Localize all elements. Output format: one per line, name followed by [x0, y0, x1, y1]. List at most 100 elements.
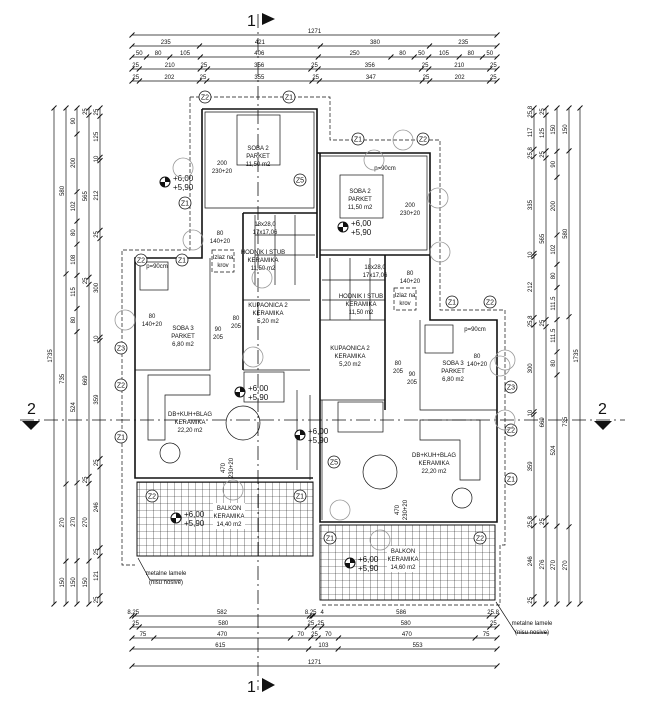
dimension-label: 270	[563, 560, 569, 571]
dimension-tick	[554, 284, 560, 291]
svg-text:205: 205	[213, 335, 224, 341]
svg-text:140+20: 140+20	[467, 362, 488, 368]
dimension-label: 108	[71, 254, 77, 265]
dimension-tick	[97, 553, 103, 559]
svg-text:230+20: 230+20	[229, 457, 235, 478]
level-marker: +6,00+5,90	[344, 555, 379, 573]
dimension-label: 270	[71, 516, 77, 527]
svg-text:Z3: Z3	[507, 385, 515, 392]
svg-text:14,60 m2: 14,60 m2	[390, 565, 416, 571]
dimension-label: 25	[83, 108, 89, 115]
svg-text:22,20 m2: 22,20 m2	[421, 469, 447, 475]
dimension-label: 25	[94, 596, 100, 603]
dimension-label: 735	[563, 416, 569, 427]
svg-text:22,20 m2: 22,20 m2	[177, 428, 203, 434]
dimension-tick	[74, 328, 80, 335]
dimension-label: 580	[60, 185, 66, 196]
level-marker: +6,00+5,90	[170, 510, 205, 528]
dimension-tick	[204, 66, 211, 72]
svg-text:Z1: Z1	[326, 536, 334, 543]
dimension-label: 80	[155, 51, 162, 57]
dimension-tick	[129, 646, 135, 652]
dimension-label: 25	[308, 621, 315, 627]
dimension-tick	[494, 624, 500, 630]
dimension-tick	[472, 635, 479, 641]
dimension-label: 25	[83, 476, 89, 483]
dimension-label: 25.8	[528, 146, 534, 158]
grid-circle	[429, 241, 451, 263]
svg-text:Z1: Z1	[117, 435, 125, 442]
dimension-label: 103	[318, 643, 329, 649]
dimension-tick	[554, 174, 560, 181]
dimension-label: 25	[490, 75, 497, 81]
dimension-tick	[494, 613, 500, 619]
dimension-label: 75	[140, 632, 147, 638]
dimension-chain-right: 1735	[574, 105, 583, 607]
svg-text:140+20: 140+20	[400, 279, 421, 285]
bed-small-left	[139, 261, 169, 291]
svg-text:KERAMIKA: KERAMIKA	[345, 302, 376, 308]
dimension-label: 200	[71, 157, 77, 168]
dimension-label: 470	[217, 632, 228, 638]
dimension-label: 1271	[308, 29, 322, 35]
dimension-label: 406	[254, 51, 265, 57]
dimension-tick	[129, 613, 135, 619]
grid-circle	[363, 149, 385, 171]
svg-text:18x28,0: 18x28,0	[254, 222, 276, 228]
dimension-tick	[97, 334, 103, 341]
grid-circle	[242, 346, 264, 368]
dimension-label: 10	[528, 251, 534, 258]
dimension-tick	[566, 105, 572, 111]
dimension-tick	[486, 66, 493, 72]
dimension-tick	[531, 250, 537, 257]
dimension-label: 121	[94, 570, 100, 581]
level-top: +6,00	[184, 510, 205, 519]
dimension-tick	[287, 635, 294, 641]
dimension-label: 25	[540, 108, 546, 115]
dimension-label: 470	[402, 632, 413, 638]
svg-text:SOBA 2: SOBA 2	[349, 189, 371, 195]
dimension-label: 25.8	[528, 105, 534, 117]
axis-tag-z2: Z2	[483, 295, 497, 309]
level-top: +6,00	[308, 427, 329, 436]
dimension-tick	[197, 54, 204, 60]
dimension-tick	[543, 323, 549, 330]
axis-tag-z1: Z1	[178, 196, 192, 210]
axis-tag-z1: Z1	[323, 531, 337, 545]
svg-text:DB+KUH+BLAG: DB+KUH+BLAG	[168, 412, 212, 418]
svg-text:HODNIK I STUB: HODNIK I STUB	[241, 250, 285, 256]
dimension-label: 80	[71, 316, 77, 323]
grid-circle	[494, 409, 516, 431]
section-marker-1-top: 1	[247, 13, 275, 30]
roof-outline	[121, 96, 506, 606]
svg-text:Z1: Z1	[181, 201, 189, 208]
dimension-label: 50	[418, 51, 425, 57]
dimension-tick	[566, 313, 572, 320]
dimension-tick	[456, 54, 463, 60]
dimension-label: 200	[551, 200, 557, 211]
svg-text:krov: krov	[399, 301, 410, 307]
level-icon	[160, 177, 170, 187]
dimension-tick	[531, 146, 537, 153]
svg-text:Z2: Z2	[117, 383, 125, 390]
svg-text:Z3: Z3	[117, 346, 125, 353]
dimension-tick	[136, 66, 143, 72]
dimension-tick	[129, 43, 135, 49]
svg-text:SOBA 3: SOBA 3	[442, 361, 464, 367]
dimension-tick	[554, 316, 560, 323]
dimension-tick	[418, 66, 425, 72]
svg-text:6,80 m2: 6,80 m2	[442, 377, 464, 383]
section-label: 2	[598, 401, 607, 418]
svg-text:metalne lamele: metalne lamele	[146, 571, 187, 577]
level-top: +6,00	[351, 219, 372, 228]
dimension-tick	[531, 105, 537, 111]
room-label-hodnik-left: HODNIK I STUB KERAMIKA 11,50 m2	[241, 250, 285, 272]
dimension-label: 25	[312, 75, 319, 81]
